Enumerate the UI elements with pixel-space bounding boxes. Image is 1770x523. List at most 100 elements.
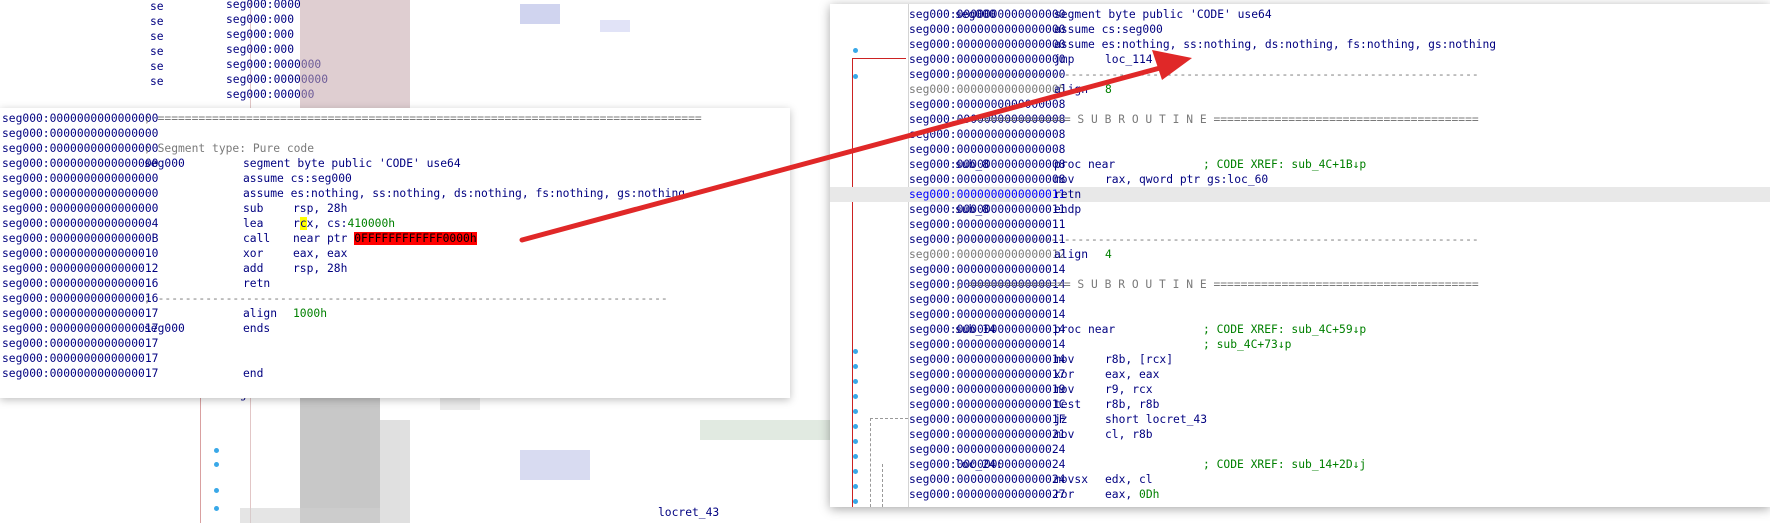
code-label: seg000	[144, 157, 185, 170]
code-line: seg000:0000000000000000; Segment type: P…	[0, 141, 790, 156]
pixel-block	[520, 450, 590, 480]
code-line: seg000:0000000000000017	[0, 351, 790, 366]
mnemonic: jmp	[1054, 53, 1075, 66]
separator-comment: ; --------------------------------------…	[955, 233, 1479, 246]
mnemonic: retn	[1054, 188, 1082, 201]
gutter-dashed-line	[870, 418, 872, 507]
gutter-marker	[853, 454, 858, 459]
operand-text: rax, qword ptr gs:loc_60	[1105, 173, 1269, 186]
pixel-block	[300, 0, 410, 108]
numeric-operand: 4	[1105, 248, 1112, 261]
code-line: seg000:0000000000000024	[830, 442, 1770, 457]
bg-side-prefix: se	[150, 45, 164, 58]
bg-row: seg000:000000	[226, 88, 315, 101]
mnemonic: add	[243, 262, 264, 275]
operand: rax, qword ptr gs:loc_60	[1105, 172, 1268, 187]
operand-text: loc_114	[1105, 53, 1153, 66]
mnemonic: lea	[243, 217, 264, 230]
mnemonic: movsx	[1054, 473, 1089, 486]
code-line: seg000:0000000000000014 ; sub_4C+73↓p	[830, 337, 1770, 352]
xref-comment: ; CODE XREF: sub_14+2D↓j	[1203, 458, 1367, 471]
address-label: seg000:0000000000000017	[2, 322, 159, 335]
pixel-block	[520, 4, 560, 24]
gutter-marker	[214, 506, 219, 511]
pixel-block	[440, 395, 480, 410]
code-line: seg000:0000000000000014	[830, 307, 1770, 322]
address-label: seg000:0000000000000014	[909, 323, 1066, 336]
segment-comment: ; Segment type: Pure code	[144, 142, 315, 155]
address-label: seg000:0000000000000010	[2, 247, 159, 260]
operand: 1000h	[293, 306, 327, 321]
mnemonic: align	[1054, 83, 1089, 96]
gutter-marker	[853, 409, 858, 414]
operand-part: x, cs:	[306, 217, 348, 230]
separator-comment: ; --------------------------------------…	[144, 292, 668, 305]
cursor-highlight: c	[299, 217, 307, 230]
mnemonic: mov	[1054, 428, 1075, 441]
bg-side-prefix: se	[150, 60, 164, 73]
code-label: loc_24:	[955, 458, 1003, 471]
gutter-marker	[853, 499, 858, 504]
invalid-address-highlight: 0FFFFFFFFFFFF0000h	[354, 232, 477, 245]
mnemonic: mov	[1054, 353, 1075, 366]
bg-row: seg000:0000	[226, 0, 301, 11]
mnemonic: assume es:nothing, ss:nothing, ds:nothin…	[1054, 38, 1497, 51]
code-line: seg000:0000000000000014	[830, 292, 1770, 307]
operand: edx, cl	[1105, 472, 1153, 487]
operand: r9, rcx	[1105, 382, 1153, 397]
address-label: seg000:000000000000000B	[2, 232, 159, 245]
address-label: seg000:0000000000000000	[2, 127, 159, 140]
address-label: seg000:0000000000000014	[909, 293, 1066, 306]
code-line: seg000:0000000000000008	[830, 142, 1770, 157]
operand: eax, eax	[293, 246, 347, 261]
bg-locret-label: locret_43	[658, 506, 720, 519]
operand: rsp, 28h	[293, 261, 347, 276]
address-label: seg000:0000000000000014	[909, 338, 1066, 351]
bg-row: seg000:000	[226, 43, 295, 56]
mnemonic: end	[243, 367, 264, 380]
mnemonic: sub	[243, 202, 264, 215]
code-line: seg000:0000000000000000	[0, 126, 790, 141]
address-label: seg000:0000000000000000	[2, 142, 159, 155]
address-label: seg000:0000000000000014	[909, 263, 1066, 276]
bg-row: seg000:000	[226, 28, 295, 41]
operand-text: r8b, r8b	[1105, 398, 1160, 411]
operand-text: r8b, [rcx]	[1105, 353, 1174, 366]
address-label: seg000:0000000000000008	[909, 173, 1066, 186]
address-label: seg000:0000000000000008	[909, 143, 1066, 156]
pixel-block	[600, 20, 630, 32]
address-label: seg000:0000000000000027	[909, 488, 1066, 501]
mnemonic: proc near	[1054, 323, 1116, 336]
operand: rsp, 28h	[293, 201, 347, 216]
gutter-marker	[853, 394, 858, 399]
operand: rcx, cs:410000h	[293, 216, 395, 231]
code-line: seg000:0000000000000016; ---------------…	[0, 291, 790, 306]
gutter-marker	[853, 439, 858, 444]
code-line: seg000:0000000000000011	[830, 217, 1770, 232]
mnemonic: assume cs:seg000	[243, 172, 352, 185]
address-label: seg000:000000000000001C	[909, 398, 1066, 411]
address-label: seg000:0000000000000017	[2, 337, 159, 350]
address-label: seg000:0000000000000017	[909, 368, 1066, 381]
mnemonic: mov	[1054, 173, 1075, 186]
xref-comment: ; sub_4C+73↓p	[1203, 338, 1292, 351]
code-line: seg000:0000000000000008; ===============…	[830, 112, 1770, 127]
address-label: seg000:0000000000000011	[909, 218, 1066, 231]
mnemonic: call	[243, 232, 271, 245]
